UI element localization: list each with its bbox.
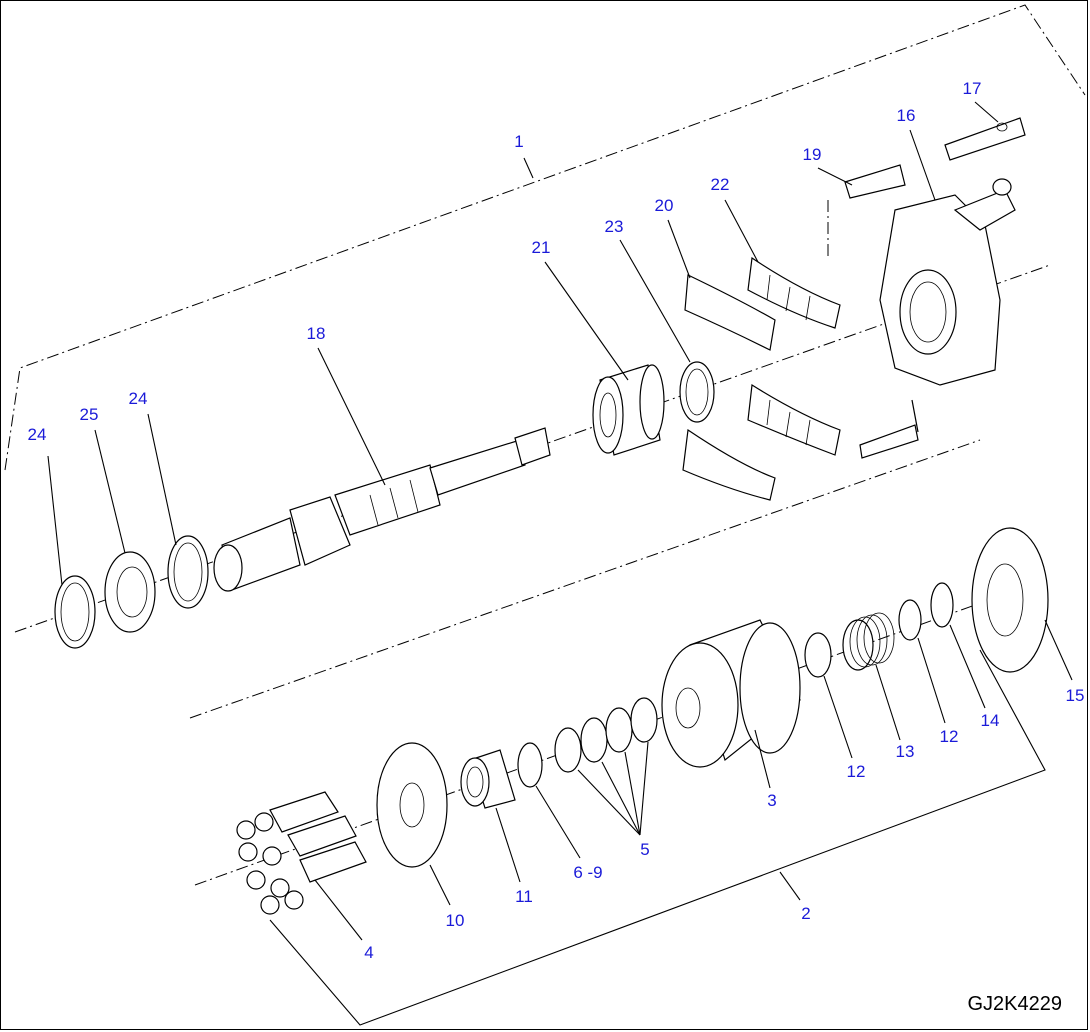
middle-axis-line xyxy=(189,439,981,719)
group-outline-1 xyxy=(4,4,1086,471)
part-6-9-washer xyxy=(517,742,581,859)
callout-c25: 25 xyxy=(80,405,99,424)
part-21-bearing xyxy=(544,261,665,456)
part-22-roller-cage-lower xyxy=(747,383,841,456)
part-12-washer-right xyxy=(898,599,946,724)
group-outline-2 xyxy=(269,649,1046,1026)
part-11-needle-bearing xyxy=(460,749,521,883)
part-10-retainer-plate xyxy=(376,742,451,906)
callout-c22: 22 xyxy=(711,175,730,194)
part-3-cylinder-block xyxy=(661,619,801,789)
callout-c19: 19 xyxy=(803,145,822,164)
callout-c16: 16 xyxy=(897,106,916,125)
part-19-pin-lower xyxy=(859,399,919,459)
part-17-key-plate xyxy=(944,101,1026,161)
part-4-pistons xyxy=(236,791,367,941)
callout-c24b: 24 xyxy=(129,389,148,408)
part-14-snap-ring xyxy=(930,582,986,709)
callout-c18: 18 xyxy=(307,324,326,343)
part-12-washer-left xyxy=(804,632,853,759)
callout-c12b: 12 xyxy=(940,727,959,746)
callout-c12a: 12 xyxy=(847,762,866,781)
part-13-spring xyxy=(842,612,901,741)
callout-c4: 4 xyxy=(364,943,373,962)
callout-c11: 11 xyxy=(515,887,533,906)
callout-c14: 14 xyxy=(981,711,1000,730)
part-5-shim-rings xyxy=(554,697,658,836)
part-25-washer xyxy=(94,429,156,633)
callout-c3: 3 xyxy=(767,791,776,810)
drawing-id: GJ2K4229 xyxy=(967,993,1062,1015)
part-16-swash-plate xyxy=(879,129,1016,386)
callout-c21: 21 xyxy=(532,238,551,257)
part-23-snap-ring xyxy=(619,239,715,423)
part-24-snap-ring-right xyxy=(147,413,209,609)
callout-c23: 23 xyxy=(605,217,624,236)
part-22-roller-cage-upper xyxy=(724,199,841,329)
callout-c15: 15 xyxy=(1066,686,1085,705)
callout-c24a: 24 xyxy=(28,425,47,444)
part-24-snap-ring-left xyxy=(47,455,96,649)
callout-c5: 5 xyxy=(640,840,649,859)
callout-c13: 13 xyxy=(896,742,915,761)
part-20-half-shell-upper xyxy=(667,219,776,351)
part-19-pin-upper xyxy=(817,164,906,260)
callout-c17: 17 xyxy=(963,79,982,98)
callout-c6-9: 6 -9 xyxy=(573,863,602,882)
callout-c20: 20 xyxy=(655,196,674,215)
part-18-drive-shaft xyxy=(213,347,551,592)
callout-c10: 10 xyxy=(446,911,465,930)
part-20-half-shell-lower xyxy=(682,428,776,501)
callout-c1: 1 xyxy=(514,132,523,151)
callout-c2: 2 xyxy=(801,904,810,923)
part-15-valve-plate xyxy=(971,527,1073,681)
